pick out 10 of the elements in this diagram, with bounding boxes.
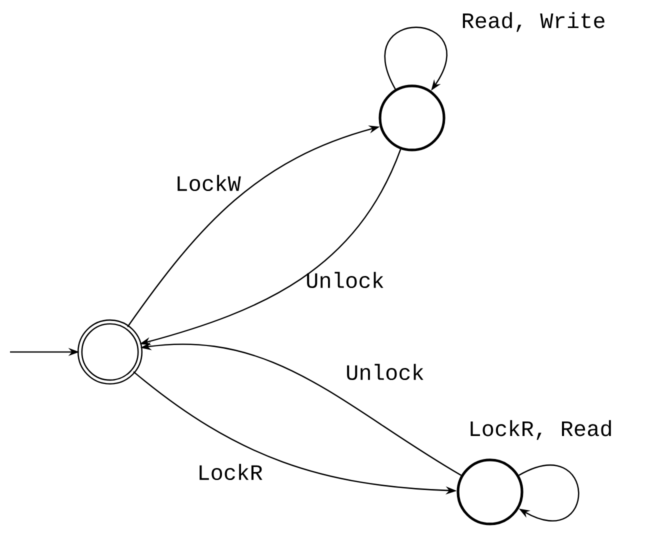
edge-label: LockW bbox=[178, 174, 241, 192]
state-circle bbox=[77, 319, 143, 385]
state-circle bbox=[378, 84, 446, 152]
edge-label: LockR, Read bbox=[470, 420, 611, 440]
edge-label: LockR bbox=[200, 464, 262, 480]
edge-label: Read, Write bbox=[462, 12, 604, 32]
edge-label: Unlock bbox=[307, 272, 384, 288]
arrow bbox=[518, 464, 580, 522]
state-circle bbox=[456, 458, 524, 526]
edge-label: Unlock bbox=[347, 364, 424, 380]
